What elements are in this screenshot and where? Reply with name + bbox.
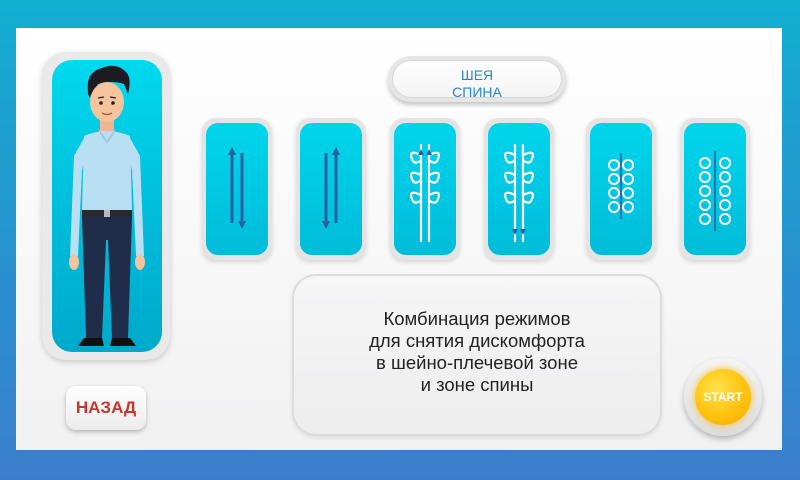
back-button[interactable]: НАЗАД bbox=[66, 386, 146, 430]
start-button-label: START bbox=[703, 390, 743, 404]
spine-massage-pattern-icon bbox=[409, 143, 441, 243]
start-button-core: START bbox=[695, 369, 751, 425]
mode-description-box: Комбинация режимов для снятия дискомфорт… bbox=[292, 274, 662, 436]
avatar-card bbox=[42, 52, 170, 360]
mode-button-face bbox=[206, 123, 268, 255]
double-arrow-down-up-icon bbox=[322, 147, 340, 229]
spiral-massage-pattern-large-icon bbox=[699, 151, 731, 231]
mode-button-face bbox=[684, 123, 746, 255]
double-arrow-up-down-icon bbox=[228, 147, 246, 229]
zone-label-back: СПИНА bbox=[452, 84, 502, 100]
start-button[interactable]: START bbox=[684, 358, 762, 436]
mode-button-3[interactable] bbox=[390, 118, 460, 260]
person-figure-icon bbox=[69, 65, 145, 346]
mode-button-2[interactable] bbox=[296, 118, 366, 260]
mode-button-face bbox=[300, 123, 362, 255]
description-line: и зоне спины bbox=[420, 374, 534, 395]
spine-massage-pattern-icon bbox=[503, 143, 535, 243]
back-button-label: НАЗАД bbox=[75, 398, 137, 417]
mode-button-face bbox=[488, 123, 550, 255]
zone-label-neck: ШЕЯ bbox=[460, 67, 494, 83]
mode-button-5[interactable] bbox=[586, 118, 656, 260]
description-line: Комбинация режимов bbox=[383, 308, 571, 329]
description-line: для снятия дискомфорта bbox=[369, 330, 585, 351]
mode-button-6[interactable] bbox=[680, 118, 750, 260]
spiral-massage-pattern-small-icon bbox=[608, 153, 634, 219]
avatar-background bbox=[52, 60, 162, 352]
description-line: в шейно-плечевой зоне bbox=[376, 352, 578, 373]
mode-button-face bbox=[394, 123, 456, 255]
zone-selector-button[interactable]: ШЕЯ СПИНА bbox=[388, 56, 566, 102]
main-panel: ШЕЯ СПИНА bbox=[16, 28, 782, 450]
mode-button-4[interactable] bbox=[484, 118, 554, 260]
zone-selector-face: ШЕЯ СПИНА bbox=[392, 60, 562, 100]
mode-description-text: Комбинация режимов для снятия дискомфорт… bbox=[292, 308, 662, 396]
mode-button-1[interactable] bbox=[202, 118, 272, 260]
mode-button-face bbox=[590, 123, 652, 255]
